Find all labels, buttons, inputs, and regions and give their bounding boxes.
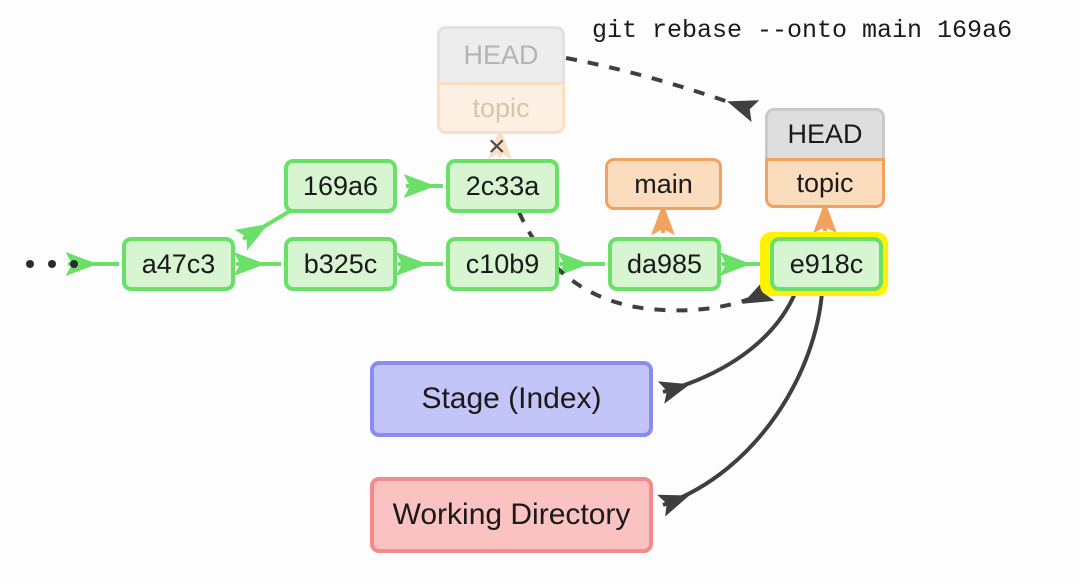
stage-index-box: Stage (Index): [370, 361, 653, 437]
commit-node-da985: da985: [608, 237, 721, 291]
rebase-dashed-arrows: [517, 56, 775, 313]
arrow-169a6-to-a47c3: [234, 209, 292, 251]
old-ref-stack: HEAD topic: [437, 26, 565, 134]
head-label: HEAD: [765, 108, 885, 158]
working-directory-box: Working Directory: [370, 477, 653, 553]
command-caption: git rebase --onto main 169a6: [592, 16, 1013, 45]
dashed-arrow-2c33a-to-e918c: [517, 211, 775, 313]
old-topic-label: topic: [437, 82, 565, 134]
checkout-arrows: [657, 290, 824, 517]
topic-branch-label: topic: [765, 158, 885, 208]
removed-ref-cross-icon: ×: [488, 130, 506, 163]
old-head-label: HEAD: [437, 26, 565, 82]
commit-node-2c33a: 2c33a: [446, 159, 559, 213]
new-ref-stack: HEAD topic: [765, 108, 885, 208]
history-ellipsis: [26, 260, 78, 268]
commit-node-e918c: e918c: [770, 237, 883, 291]
topic-chain-arrows: [234, 174, 443, 251]
arrow-e918c-to-working-directory: [657, 291, 824, 517]
dashed-arrow-old-head-to-new-head: [565, 56, 760, 123]
ellipsis-dot: [48, 260, 56, 268]
ellipsis-dot: [70, 260, 78, 268]
commit-node-b325c: b325c: [284, 237, 397, 291]
ref-pointer-arrows: [488, 127, 838, 236]
commit-node-a47c3: a47c3: [122, 237, 235, 291]
ellipsis-dot: [26, 260, 34, 268]
commit-node-169a6: 169a6: [284, 159, 397, 213]
commit-node-c10b9: c10b9: [446, 237, 559, 291]
main-branch-label: main: [605, 158, 722, 210]
arrow-e918c-to-stage: [657, 290, 798, 404]
